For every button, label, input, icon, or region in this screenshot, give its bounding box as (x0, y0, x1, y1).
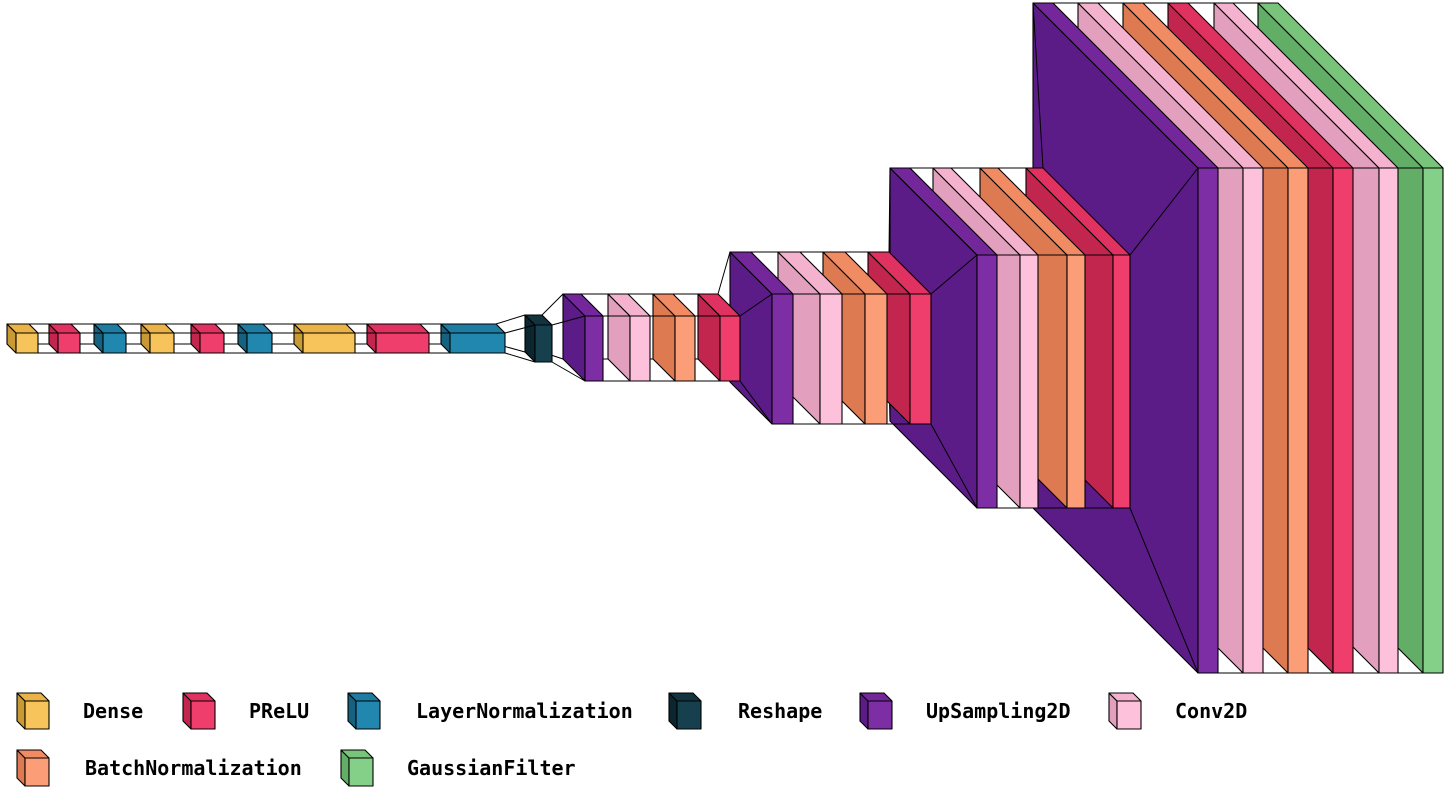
layer-box-layernormalization-5 (237, 323, 273, 354)
box-front-face (1116, 700, 1142, 730)
box-front-face (57, 332, 81, 354)
box-front-face (1422, 167, 1444, 674)
funnel-line (504, 352, 536, 363)
box-front-face (819, 293, 843, 425)
box-front-face (15, 332, 39, 354)
layers-group (6, 2, 1444, 674)
layer-box-dense-3 (140, 323, 175, 354)
layer-box-batchnormalization-12 (652, 293, 696, 382)
legend-label-gaussianfilter: GaussianFilter (407, 756, 576, 780)
box-front-face (24, 757, 50, 787)
legend-label-reshape: Reshape (738, 699, 822, 723)
layer-box-dense-0 (6, 323, 39, 354)
box-front-face (1242, 167, 1264, 674)
layer-box-layernormalization-legend (347, 692, 381, 730)
funnel-line (1032, 2, 1044, 169)
funnel-line (1129, 507, 1199, 674)
box-top-face (293, 323, 356, 334)
funnel-connector (420, 323, 450, 354)
funnel-connector (1032, 2, 1199, 674)
layer-box-prelu-7 (366, 323, 430, 354)
layer-box-prelu-4 (190, 323, 225, 354)
box-front-face (149, 332, 175, 354)
funnel-line (717, 251, 731, 295)
legend-label-conv2d: Conv2D (1175, 699, 1247, 723)
funnel-line (888, 167, 891, 253)
legend: Dense PReLU LayerNormalization Reshape UpSam… (16, 692, 1247, 787)
layer-box-dense-6 (293, 323, 356, 354)
box-front-face (674, 315, 696, 382)
box-front-face (246, 332, 273, 354)
box-front-face (1287, 167, 1309, 674)
layer-box-upsampling2d-10 (562, 293, 604, 382)
box-front-face (102, 332, 127, 354)
box-front-face (976, 254, 998, 509)
funnel-line (495, 314, 526, 325)
funnel-line (541, 293, 564, 316)
box-front-face (534, 324, 553, 363)
funnel-line (551, 361, 586, 382)
box-front-face (629, 315, 651, 382)
box-front-face (348, 757, 374, 787)
box-top-face (440, 323, 506, 334)
box-front-face (355, 700, 381, 730)
layer-box-dense-legend (16, 692, 50, 730)
box-front-face (584, 315, 604, 382)
funnel-line (930, 254, 978, 295)
funnel-line (739, 380, 773, 425)
legend-label-layernormalization: LayerNormalization (416, 699, 633, 723)
funnel-connector (29, 323, 58, 354)
layer-box-conv2d-11 (607, 293, 651, 382)
box-front-face (1378, 167, 1399, 674)
box-front-face (719, 315, 741, 382)
box-front-face (1112, 254, 1131, 509)
layer-box-conv2d-legend (1108, 692, 1142, 730)
box-front-face (375, 332, 430, 354)
funnel-line (739, 293, 773, 317)
legend-label-upsampling2d: UpSampling2D (926, 699, 1071, 723)
layer-box-prelu-1 (48, 323, 81, 354)
box-front-face (867, 700, 893, 730)
box-front-face (199, 332, 225, 354)
box-front-face (1332, 167, 1354, 674)
layer-box-reshape-9 (524, 314, 553, 363)
funnel-line (551, 315, 586, 326)
layer-box-gaussianfilter-legend (340, 749, 374, 787)
box-front-face (864, 293, 888, 425)
layer-box-layernormalization-2 (93, 323, 127, 354)
box-front-face (449, 332, 506, 354)
box-front-face (302, 332, 356, 354)
legend-label-prelu: PReLU (249, 699, 309, 723)
box-front-face (24, 700, 50, 730)
layer-box-layernormalization-8 (440, 323, 506, 354)
funnel-connector (165, 323, 200, 354)
funnel-line (930, 423, 978, 509)
box-top-face (366, 323, 430, 334)
legend-label-batchnormalization: BatchNormalization (85, 756, 302, 780)
layer-box-prelu-legend (182, 692, 216, 730)
box-front-face (1066, 254, 1086, 509)
box-front-face (1197, 167, 1219, 674)
box-front-face (909, 293, 932, 425)
funnel-line (504, 324, 536, 334)
layer-box-batchnormalization-legend (16, 749, 50, 787)
legend-label-dense: Dense (83, 699, 143, 723)
layer-box-upsampling2d-legend (859, 692, 893, 730)
box-front-face (1019, 254, 1039, 509)
layer-box-reshape-legend (668, 692, 702, 730)
box-front-face (190, 700, 216, 730)
funnel-line (1129, 167, 1199, 256)
box-front-face (676, 700, 702, 730)
box-front-face (771, 293, 794, 425)
